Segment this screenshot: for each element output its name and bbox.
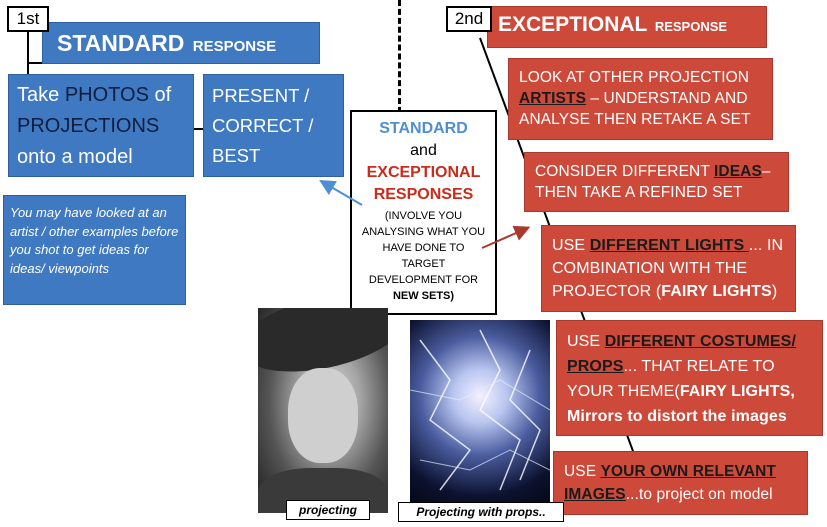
center-standard: STANDARD: [379, 120, 468, 137]
item-4-text-b: ... THAT RELATE TO YOUR THEME(: [567, 358, 775, 400]
center-bold-end: NEW SETS): [392, 290, 455, 302]
standard-title: STANDARD: [57, 30, 185, 56]
photos-box-text-take: Take: [17, 84, 60, 106]
exceptional-title: EXCEPTIONAL: [498, 13, 648, 36]
item-3-text-a: USE: [552, 237, 590, 254]
item-1-text-a: LOOK AT OTHER PROJECTION: [519, 69, 750, 86]
center-and: and: [410, 142, 437, 159]
exceptional-item-5: USE YOUR OWN RELEVANT IMAGES...to projec…: [553, 451, 808, 515]
item-3-text-c: ): [771, 283, 778, 300]
item-1-text-b: – UNDERSTAND AND ANALYSE THEN RETAKE A S…: [519, 90, 751, 128]
item-4-text-a: USE: [567, 333, 605, 350]
photo-projecting: [258, 308, 388, 513]
present-line-3: BEST /WORST: [212, 145, 286, 196]
center-body: (INVOLVE YOU ANALYSING WHAT YOU HAVE DON…: [361, 210, 486, 286]
present-line-1: PRESENT /: [212, 85, 310, 106]
item-5-text-a: USE: [564, 463, 601, 480]
item-3-bold: FAIRY LIGHTS: [661, 283, 772, 300]
fairy-lights-pattern: [410, 329, 550, 491]
center-exceptional: EXCEPTIONAL: [366, 164, 481, 181]
item-2-underlined: IDEAS: [714, 163, 762, 180]
arrow-to-exceptional: [481, 225, 531, 249]
photos-box-text-projections: PROJECTIONS: [17, 115, 160, 137]
standard-photos-box: Take PHOTOS of PROJECTIONS onto a model: [8, 74, 194, 177]
standard-connector-line: [27, 30, 29, 80]
photos-box-text-photos: PHOTOS: [64, 84, 149, 106]
item-4-underlined: DIFFERENT COSTUMES/ PROPS: [567, 333, 796, 375]
exceptional-title-box: EXCEPTIONAL RESPONSE: [487, 6, 767, 48]
standard-present-box: PRESENT / CORRECT / BEST /WORST: [203, 74, 344, 196]
item-1-underlined: ARTISTS: [519, 90, 587, 107]
exceptional-item-4: USE DIFFERENT COSTUMES/ PROPS... THAT RE…: [556, 320, 823, 436]
standard-note-box: You may have looked at an artist / other…: [3, 195, 186, 305]
item-2-text-a: CONSIDER DIFFERENT: [535, 163, 715, 180]
exceptional-item-3: USE DIFFERENT LIGHTS ... IN COMBINATION …: [541, 225, 796, 312]
item-5-underlined: YOUR OWN RELEVANT IMAGES: [564, 463, 776, 503]
item-2-text-b: – THEN TAKE A REFINED SET: [535, 163, 771, 201]
present-line-2: CORRECT /: [212, 115, 314, 136]
item-3-underlined: DIFFERENT LIGHTS: [589, 237, 749, 254]
caption-projecting: projecting: [286, 500, 370, 520]
photos-to-present-connector: [194, 128, 204, 130]
item-3-text-b: ... IN COMBINATION WITH THE PROJECTOR (: [552, 237, 784, 300]
arrow-to-standard: [319, 179, 363, 206]
standard-connector-line-horizontal: [27, 62, 52, 64]
exceptional-item-1: LOOK AT OTHER PROJECTION ARTISTS – UNDER…: [508, 58, 773, 140]
standard-order-tag: 1st: [7, 6, 49, 32]
photos-box-text-model: onto a model: [17, 146, 133, 168]
photo-face-shape: [288, 368, 358, 463]
center-responses: RESPONSES: [373, 186, 474, 203]
item-4-bold: FAIRY LIGHTS, Mirrors to distort the ima…: [567, 383, 795, 425]
exceptional-order-tag: 2nd: [446, 6, 492, 32]
item-5-text-b: ...to project on model: [625, 486, 773, 503]
exceptional-title-suffix: RESPONSE: [654, 19, 728, 34]
standard-note-text: You may have looked at an artist / other…: [10, 205, 179, 276]
caption-projecting-with-props: Projecting with props..: [398, 502, 564, 522]
standard-title-box: STANDARD RESPONSE: [42, 22, 320, 64]
standard-title-suffix: RESPONSE: [192, 38, 277, 55]
center-summary-box: STANDARD and EXCEPTIONAL RESPONSES (INVO…: [350, 110, 497, 315]
photo-projecting-with-props: [410, 320, 550, 510]
exceptional-item-2: CONSIDER DIFFERENT IDEAS– THEN TAKE A RE…: [524, 152, 789, 212]
photos-box-text-of: of: [154, 84, 172, 106]
